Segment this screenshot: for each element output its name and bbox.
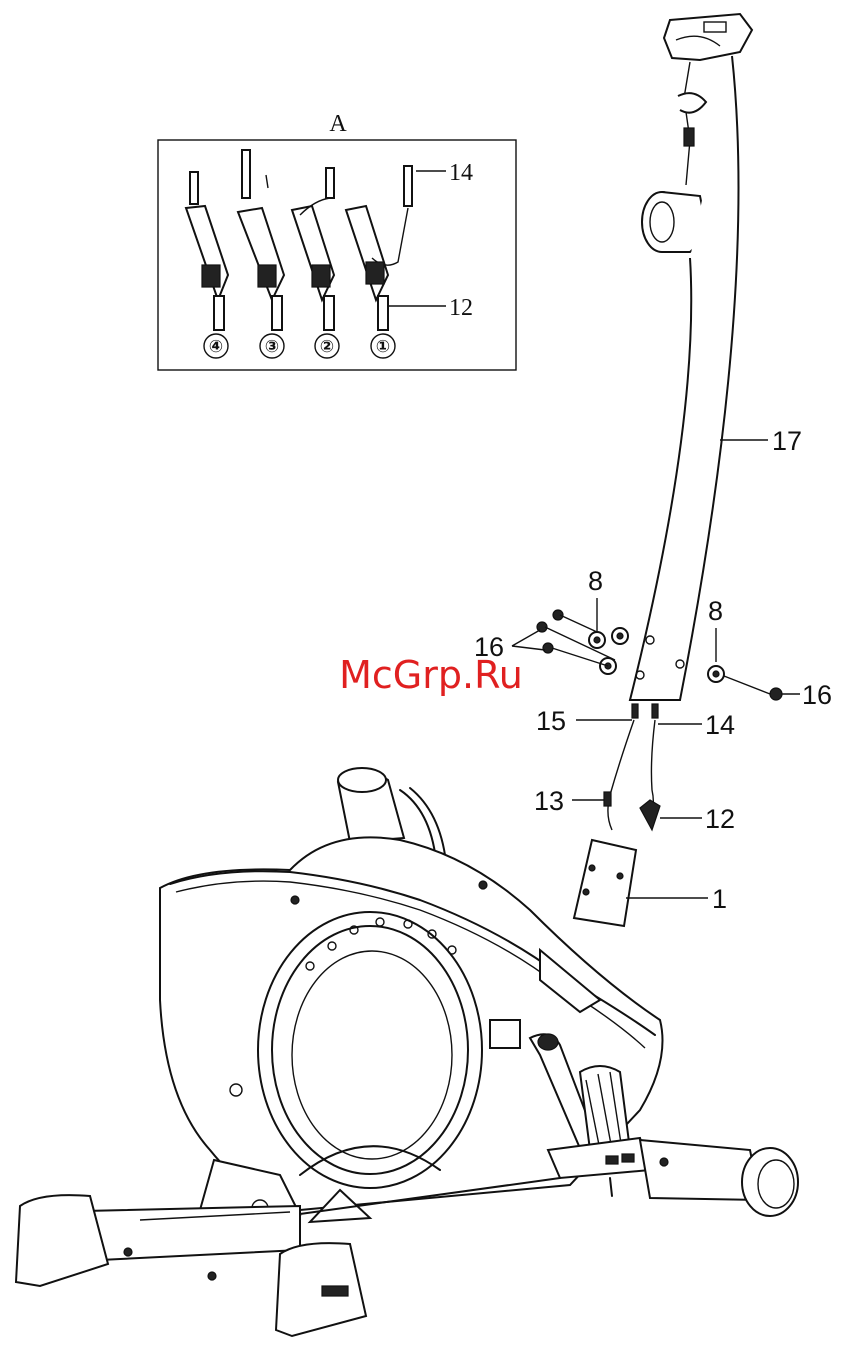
cables: 15 14 13 12: [534, 704, 735, 834]
inset-title: A: [329, 111, 347, 137]
computer-bracket: [664, 14, 752, 60]
callout-8-right: 8: [708, 596, 723, 626]
callout-13: 13: [534, 786, 564, 816]
inset-a: A: [158, 111, 516, 370]
cable-stage-3: [238, 150, 284, 330]
main-frame: 1: [16, 768, 798, 1336]
end-cap-right: [742, 1148, 798, 1216]
bolt: [770, 688, 782, 700]
frame-socket: [574, 840, 636, 926]
inset-callout-14: 14: [449, 160, 473, 186]
step-label-2: ②: [320, 337, 334, 357]
cable-stage-2: [292, 168, 334, 330]
callout-17: 17: [772, 426, 802, 456]
callout-8-left: 8: [588, 566, 603, 596]
callout-1: 1: [712, 884, 727, 914]
callout-16-right: 16: [802, 680, 832, 710]
cable-stage-4: [186, 172, 228, 330]
end-cap-front: [276, 1243, 366, 1336]
step-label-1: ①: [376, 337, 390, 357]
step-label-3: ③: [265, 337, 279, 357]
callout-14: 14: [705, 710, 735, 740]
bolt: [543, 643, 553, 653]
watermark: McGrp.Ru: [339, 653, 523, 697]
end-cap-left: [16, 1195, 108, 1286]
step-label-4: ④: [209, 337, 223, 357]
callout-12: 12: [705, 804, 735, 834]
inset-callout-12: 12: [449, 295, 473, 321]
callout-15: 15: [536, 706, 566, 736]
